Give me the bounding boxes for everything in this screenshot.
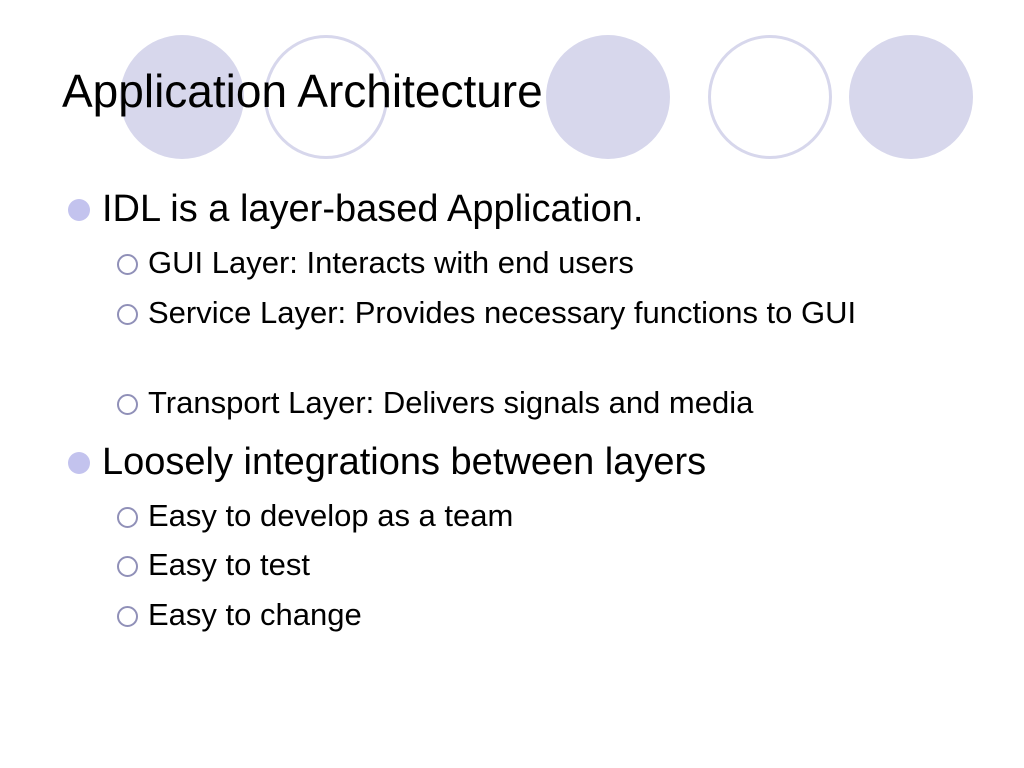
sub-bullet-text: Easy to change <box>148 597 362 632</box>
hollow-bullet-icon <box>117 606 138 627</box>
sub-bullet-text: Easy to develop as a team <box>148 498 514 533</box>
decorative-circle-filled <box>120 35 244 159</box>
bullet-text: Loosely integrations between layers <box>102 441 707 483</box>
decorative-circle-outline <box>708 35 832 159</box>
sub-bullet-text: GUI Layer: Interacts with end users <box>148 245 634 280</box>
decorative-circle-outline <box>264 35 388 159</box>
filled-bullet-icon <box>68 199 90 221</box>
filled-bullet-icon <box>68 452 90 474</box>
slide-title: Application Architecture <box>62 65 543 117</box>
hollow-bullet-icon <box>117 304 138 325</box>
decorative-circle-filled <box>546 35 670 159</box>
hollow-bullet-icon <box>117 394 138 415</box>
sub-bullet-text: Easy to test <box>148 547 310 582</box>
hollow-bullet-icon <box>117 556 138 577</box>
sub-bullet-text: Transport Layer: Delivers signals and me… <box>148 385 754 420</box>
sub-bullet-text: Service Layer: Provides necessary functi… <box>148 295 857 330</box>
decorative-circle-filled <box>849 35 973 159</box>
bullet-text: IDL is a layer-based Application. <box>102 188 644 230</box>
hollow-bullet-icon <box>117 254 138 275</box>
hollow-bullet-icon <box>117 507 138 528</box>
